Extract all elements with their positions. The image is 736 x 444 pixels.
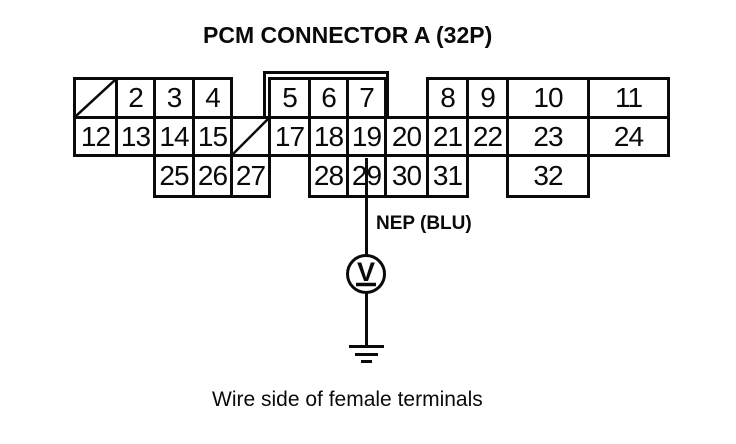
terminal-cell-23: 23 (506, 116, 590, 157)
terminal-cell-19: 19 (346, 116, 387, 157)
terminal-cell-10: 10 (506, 77, 590, 119)
terminal-cell-17: 17 (268, 116, 311, 157)
terminal-cell-32: 32 (506, 154, 590, 198)
terminal-cell-18: 18 (308, 116, 349, 157)
terminal-cell-15: 15 (192, 116, 233, 157)
terminal-cell-30: 30 (384, 154, 429, 198)
voltmeter-icon: V (346, 254, 386, 294)
terminal-cell-20: 20 (384, 116, 429, 157)
diagonal-slash-icon (233, 119, 268, 154)
wire-segment-upper (365, 158, 368, 257)
terminal-cell-7: 7 (346, 77, 387, 119)
terminal-cell-2: 2 (115, 77, 156, 119)
wire-segment-lower (365, 293, 368, 348)
terminal-cell-21: 21 (426, 116, 469, 157)
terminal-cell-1-blank (73, 77, 118, 119)
terminal-cell-12: 12 (73, 116, 118, 157)
terminal-cell-28: 28 (308, 154, 349, 198)
terminal-cell-4: 4 (192, 77, 233, 119)
terminal-cell-26: 26 (192, 154, 233, 198)
terminal-cell-9: 9 (466, 77, 509, 119)
terminal-cell-11: 11 (587, 77, 670, 119)
terminal-cell-24: 24 (587, 116, 670, 157)
terminal-cell-31: 31 (426, 154, 469, 198)
voltmeter-glyph: V (357, 257, 375, 287)
terminal-cell-8: 8 (426, 77, 469, 119)
terminal-cell-3: 3 (153, 77, 195, 119)
terminal-cell-6: 6 (308, 77, 349, 119)
terminal-cell-14: 14 (153, 116, 195, 157)
diagonal-slash-icon (76, 80, 115, 116)
terminal-cell-25: 25 (153, 154, 195, 198)
terminal-cell-27: 27 (230, 154, 271, 198)
diagram-caption: Wire side of female terminals (212, 388, 483, 411)
diagram-title: PCM CONNECTOR A (32P) (203, 22, 493, 48)
terminal-cell-13: 13 (115, 116, 156, 157)
terminal-cell-5: 5 (268, 77, 311, 119)
terminal-cell-16-blank (230, 116, 271, 157)
terminal-cell-22: 22 (466, 116, 509, 157)
wire-label: NEP (BLU) (376, 213, 472, 234)
